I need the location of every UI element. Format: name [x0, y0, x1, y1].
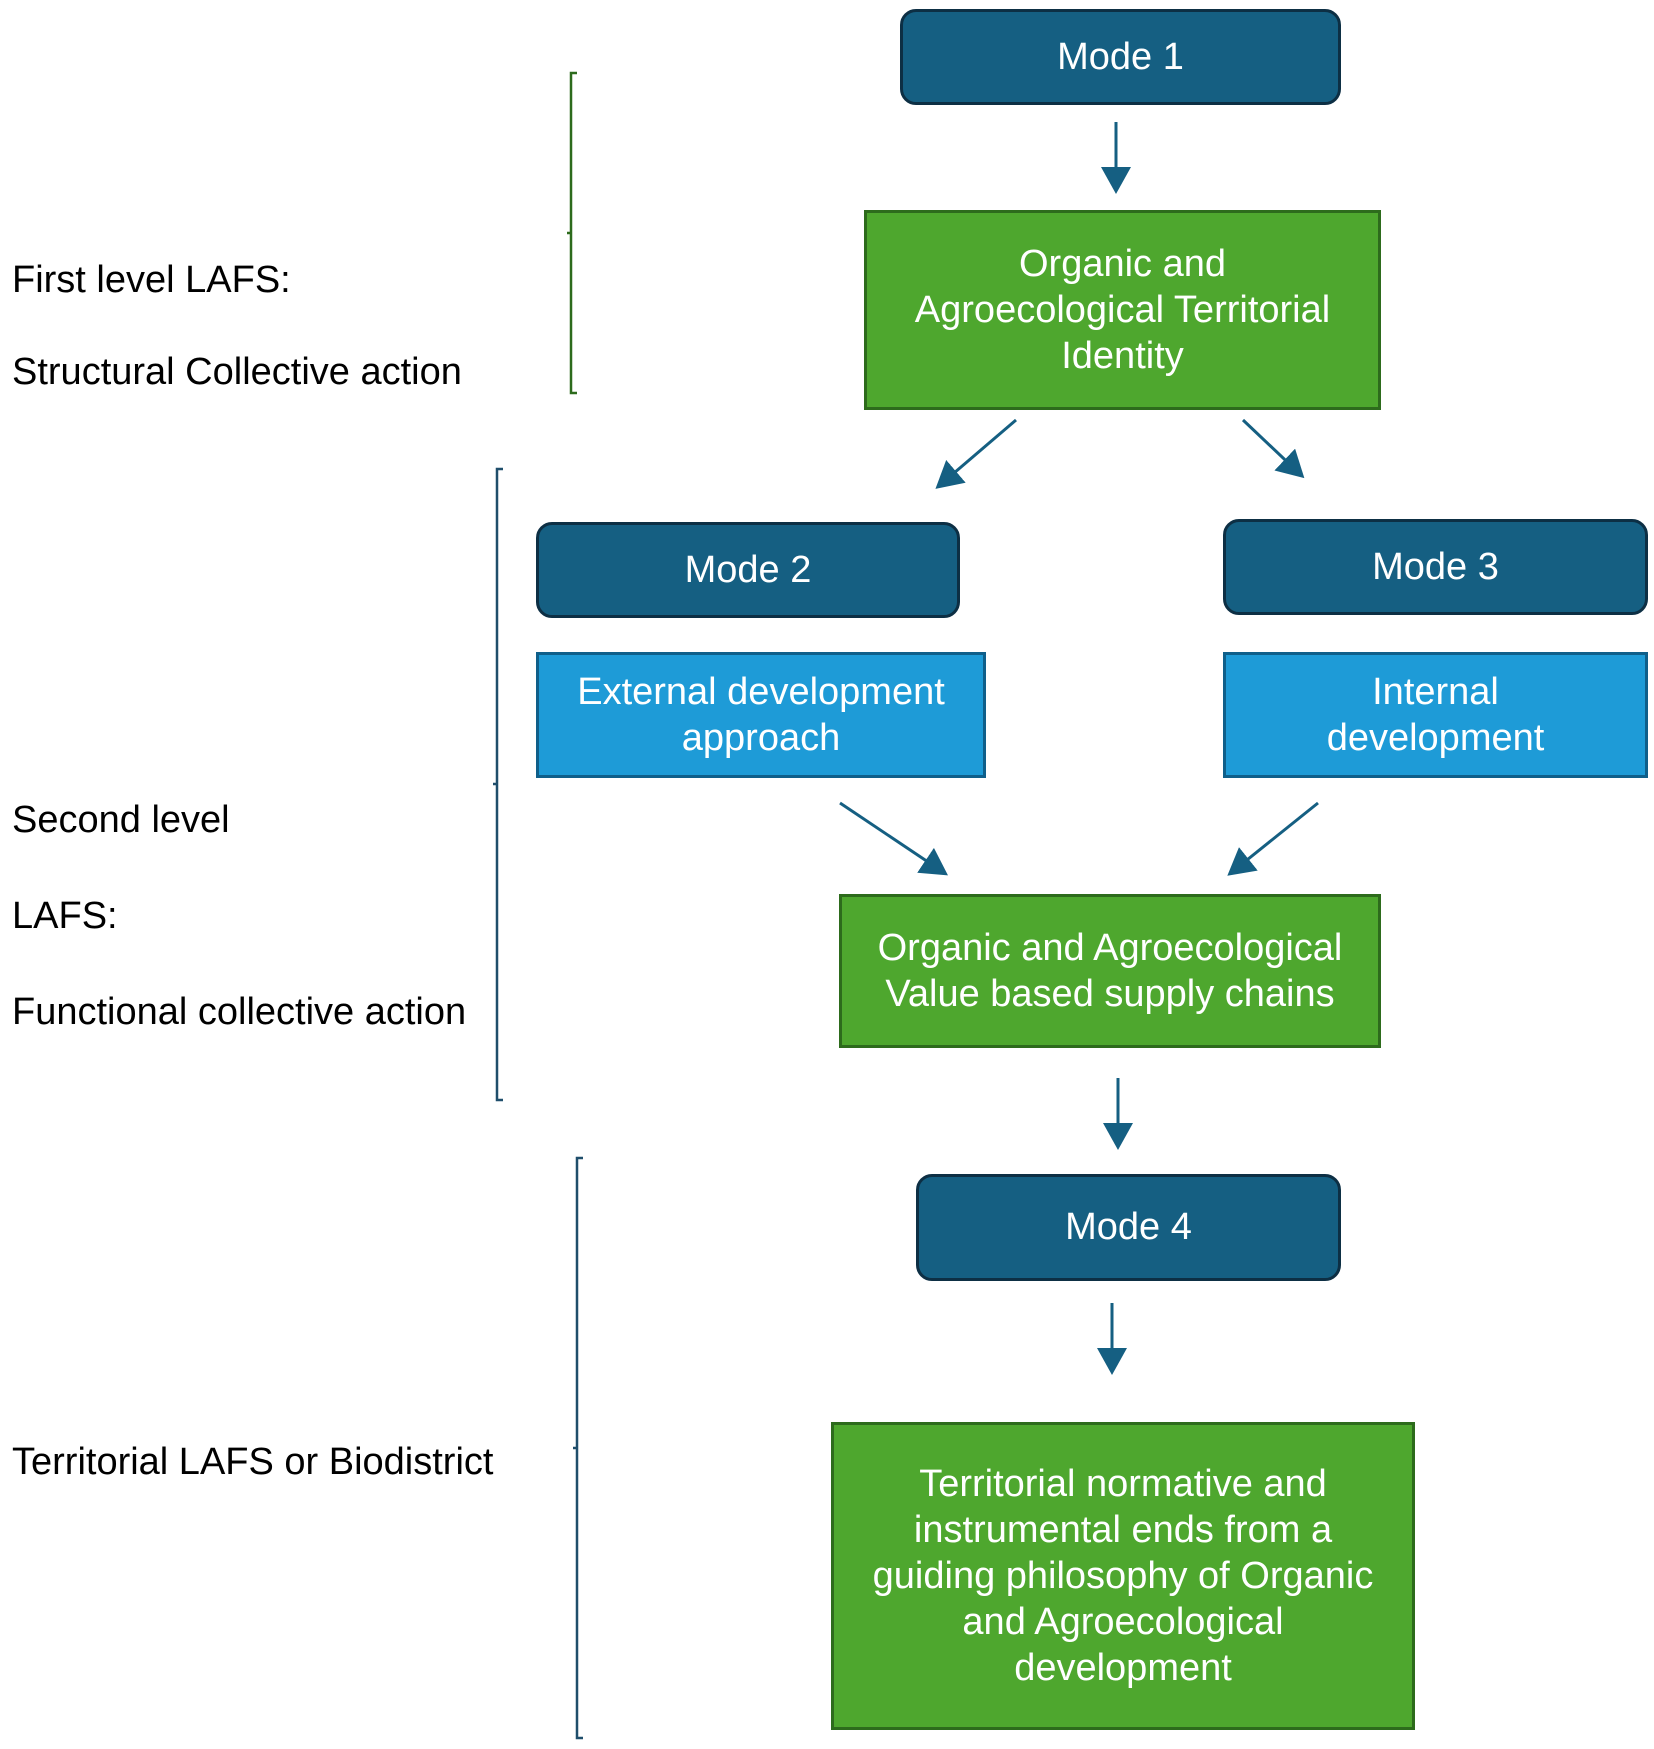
mode-3-label: Mode 3: [1372, 545, 1499, 588]
internal-development-text: Internal development: [1326, 671, 1545, 759]
territorial-ends-text: Territorial normative and instrumental e…: [872, 1463, 1374, 1689]
value-chains-box: Organic and Agroecological Value based s…: [839, 894, 1381, 1048]
territorial-level-title: Territorial LAFS or Biodistrict: [12, 1441, 494, 1483]
territorial-identity-box: Organic and Agroecological Territorial I…: [864, 210, 1381, 410]
internal-development-box: Internal development: [1223, 652, 1648, 778]
territorial-identity-text: Organic and Agroecological Territorial I…: [914, 243, 1331, 377]
arrow-identity-to-mode2: [935, 418, 1017, 489]
value-chains-text: Organic and Agroecological Value based s…: [877, 927, 1343, 1015]
mode-4-box: Mode 4: [916, 1174, 1341, 1281]
territorial-level-label: Territorial LAFS or Biodistrict: [12, 1390, 493, 1534]
second-level-line3: Functional collective action: [12, 991, 467, 1033]
first-level-subtitle: Structural Collective action: [12, 351, 462, 393]
first-level-title: First level LAFS:: [12, 259, 291, 301]
first-level-bracket: [567, 71, 577, 395]
second-level-line2: LAFS:: [12, 895, 118, 937]
arrow-internal-to-valuechains: [1227, 801, 1319, 876]
mode-2-label: Mode 2: [684, 548, 812, 591]
arrow-identity-to-mode3: [1241, 418, 1305, 479]
mode-2-box: Mode 2: [536, 522, 960, 618]
mode-3-box: Mode 3: [1223, 519, 1648, 615]
second-level-label: Second level LAFS: Functional collective…: [12, 748, 466, 1084]
second-level-line1: Second level: [12, 799, 230, 841]
external-development-text: External development approach: [577, 671, 945, 759]
territorial-ends-box: Territorial normative and instrumental e…: [831, 1422, 1415, 1730]
mode-1-box: Mode 1: [900, 9, 1341, 105]
mode-4-label: Mode 4: [1065, 1206, 1192, 1248]
mode-1-label: Mode 1: [1057, 35, 1184, 78]
territorial-bracket: [573, 1156, 583, 1740]
second-level-bracket: [493, 467, 503, 1102]
first-level-label: First level LAFS: Structural Collective …: [12, 208, 462, 444]
external-development-box: External development approach: [536, 652, 986, 778]
arrow-external-to-valuechains: [839, 801, 948, 876]
